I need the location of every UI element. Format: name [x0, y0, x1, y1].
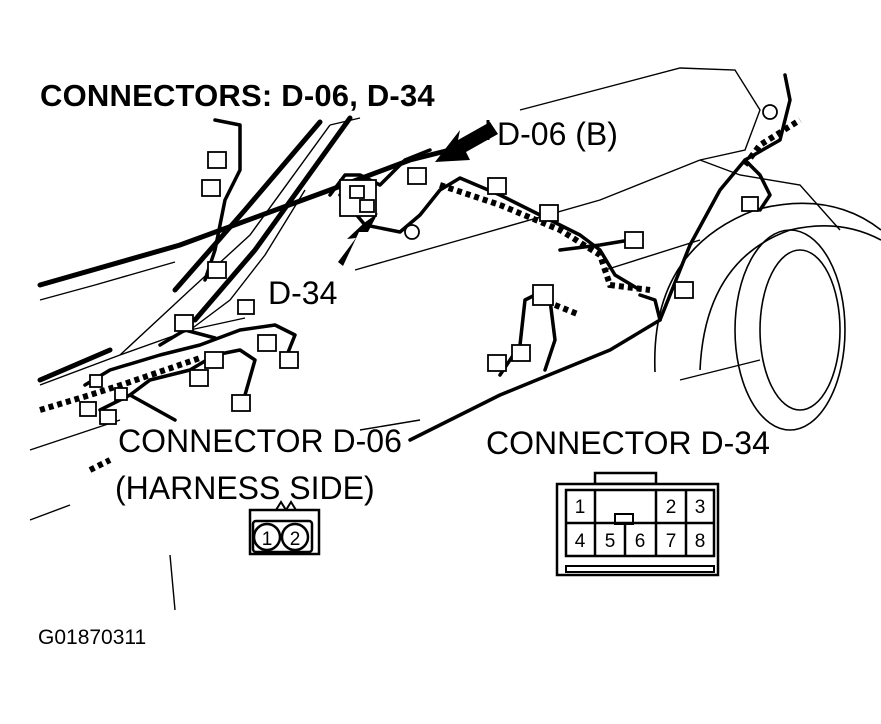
body-bold-lines [37, 115, 453, 383]
d34-pin-label: 3 [695, 497, 706, 518]
connector-d34-face: 1 2 3 4 5 6 7 8 [555, 471, 720, 577]
d34-pin-label: 6 [635, 531, 646, 552]
d06-arrow [435, 122, 498, 162]
d34-pin-label: 1 [575, 497, 586, 518]
connector-d06-heading: CONNECTOR D-06 [118, 423, 402, 459]
d34-arrow [338, 213, 378, 266]
d06-pin-1-socket [252, 522, 282, 552]
connector-d06-subheading: (HARNESS SIDE) [115, 470, 375, 506]
callout-d34: D-34 [268, 275, 338, 311]
d34-pin-label: 4 [575, 531, 586, 552]
taped-harness [39, 117, 802, 473]
figure-id: G01870311 [38, 626, 147, 649]
connector-d34-heading: CONNECTOR D-34 [486, 425, 770, 461]
callout-d06: D-06 (B) [497, 116, 618, 152]
d34-pin-label: 5 [605, 531, 616, 552]
d06-pin-2-socket [280, 522, 310, 552]
harness-connectors [79, 104, 778, 425]
callout-arrows [338, 122, 498, 266]
d34-pin-label: 7 [666, 531, 677, 552]
rear-wheel [654, 202, 881, 431]
d34-pin-label: 2 [666, 497, 677, 518]
diagram-title: CONNECTORS: D-06, D-34 [40, 78, 435, 113]
connector-d06-face: 1 2 [248, 500, 321, 556]
d06-latch-icon [275, 500, 287, 511]
d06-pin-label: 2 [290, 529, 301, 550]
d06-pin-label: 1 [262, 529, 273, 550]
d34-pin-label: 8 [695, 531, 706, 552]
vehicle-body-outline [29, 67, 841, 611]
